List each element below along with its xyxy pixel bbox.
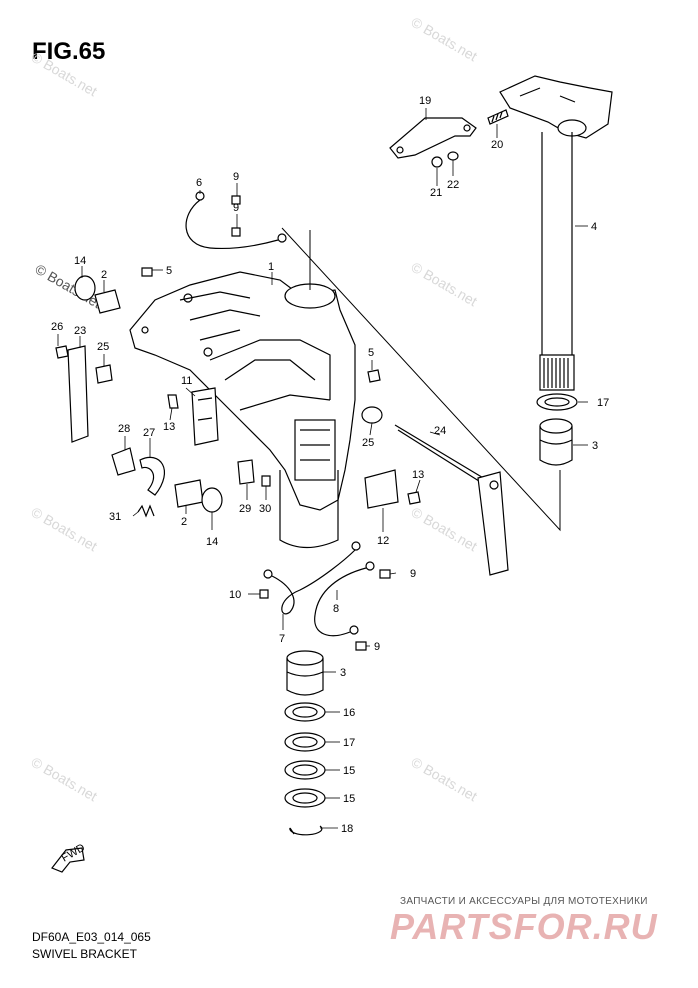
callout-13: 13 — [412, 469, 424, 481]
callout-labels: 19 20 21 22 4 6 9 9 1 5 14 2 26 23 25 5 … — [51, 95, 609, 835]
bracket-part-11 — [191, 387, 219, 446]
callout-9: 9 — [374, 641, 380, 653]
bushing-part-25 — [95, 364, 113, 384]
callout-23: 23 — [74, 325, 86, 337]
bolt-part-30 — [261, 475, 271, 487]
watermark: © Boats.net — [409, 754, 481, 805]
callout-27: 27 — [143, 427, 155, 439]
washer-part-22 — [447, 151, 459, 161]
callout-3: 3 — [340, 667, 346, 679]
spring-part-27 — [139, 456, 166, 496]
clip-part-28 — [111, 447, 136, 476]
washer-part-15 — [284, 760, 326, 780]
callout-8: 8 — [333, 603, 339, 615]
callout-15: 15 — [343, 793, 355, 805]
callout-25: 25 — [97, 341, 109, 353]
spring-part-31 — [137, 504, 155, 518]
bushing-part-3 — [539, 418, 573, 466]
callout-6: 6 — [196, 177, 202, 189]
callout-16: 16 — [343, 707, 355, 719]
washer-part-15 — [284, 788, 326, 808]
washer-part-14 — [74, 275, 96, 301]
leader-lines — [57, 108, 588, 829]
callout-9: 9 — [233, 202, 239, 214]
washer-part-17 — [536, 393, 578, 411]
callout-24: 24 — [434, 425, 446, 437]
bolt-part-9 — [231, 227, 241, 237]
callout-17: 17 — [597, 397, 609, 409]
bushing-part-2 — [174, 479, 204, 508]
callout-14: 14 — [74, 255, 86, 267]
callout-11: 11 — [181, 375, 192, 387]
washer-part-17 — [284, 732, 326, 752]
callout-5: 5 — [166, 265, 172, 277]
swivel-bracket-body-part-1 — [129, 271, 356, 549]
nut-part-21 — [431, 156, 443, 168]
nut-part-26 — [55, 345, 69, 359]
plate-part-23 — [67, 345, 89, 443]
callout-22: 22 — [447, 179, 459, 191]
bolt-part-5 — [367, 369, 381, 383]
brand-tagline: ЗАПЧАСТИ И АКСЕССУАРЫ ДЛЯ МОТОТЕХНИКИ — [400, 896, 648, 907]
callout-18: 18 — [341, 823, 353, 835]
bushing-part-2 — [94, 289, 121, 314]
figure-title: FIG.65 — [32, 38, 106, 65]
callout-7: 7 — [279, 633, 285, 645]
callout-5: 5 — [368, 347, 374, 359]
bolt-part-5 — [141, 267, 153, 277]
bushing-part-3 — [286, 650, 324, 696]
fwd-arrow-icon: FWD — [51, 842, 87, 873]
bushing-part-25 — [361, 406, 383, 424]
callout-26: 26 — [51, 321, 63, 333]
lead-wire-part-8 — [314, 561, 375, 637]
bolt-part-10 — [259, 589, 269, 599]
lead-wire-part-7 — [263, 541, 361, 615]
rod-part-24 — [394, 424, 509, 576]
watermark: © Boats.net — [409, 504, 481, 555]
steering-shaft-part-4 — [499, 75, 613, 391]
watermark: © Boats.net — [409, 259, 481, 310]
callout-9: 9 — [233, 171, 239, 183]
circlip-part-18 — [289, 825, 323, 836]
washer-part-16 — [284, 702, 326, 722]
callout-12: 12 — [377, 535, 389, 547]
bolt-part-13 — [167, 394, 179, 409]
callout-19: 19 — [419, 95, 431, 107]
bolt-part-20 — [487, 109, 509, 125]
callout-10: 10 — [229, 589, 241, 601]
callout-20: 20 — [491, 139, 503, 151]
callout-31: 31 — [109, 511, 121, 523]
callout-17: 17 — [343, 737, 355, 749]
bolt-part-9 — [379, 569, 391, 579]
bracket-part-19 — [389, 117, 477, 159]
watermark: © Boats.net — [29, 49, 101, 100]
brand-logo: PARTSFOR.RU — [390, 906, 658, 947]
callout-21: 21 — [430, 187, 442, 199]
bolt-part-9 — [355, 641, 367, 651]
callout-2: 2 — [101, 269, 107, 281]
callout-15: 15 — [343, 765, 355, 777]
bolt-part-13 — [407, 491, 421, 505]
callout-2: 2 — [181, 516, 187, 528]
callout-13: 13 — [163, 421, 175, 433]
washer-part-14 — [201, 487, 223, 513]
watermark: © Boats.net — [29, 754, 101, 805]
watermark: © Boats.net — [29, 504, 101, 555]
callout-29: 29 — [239, 503, 251, 515]
watermark: © Boats.net — [409, 14, 481, 65]
callout-4: 4 — [591, 221, 597, 233]
figure-code: DF60A_E03_014_065 — [32, 930, 151, 944]
figure-name: SWIVEL BRACKET — [32, 947, 137, 961]
callout-30: 30 — [259, 503, 271, 515]
callout-3: 3 — [592, 440, 598, 452]
clip-part-29 — [237, 459, 255, 485]
plate-part-12 — [364, 469, 399, 509]
callout-28: 28 — [118, 423, 130, 435]
callout-14: 14 — [206, 536, 218, 548]
callout-25: 25 — [362, 437, 374, 449]
callout-1: 1 — [268, 261, 274, 273]
callout-9: 9 — [410, 568, 416, 580]
